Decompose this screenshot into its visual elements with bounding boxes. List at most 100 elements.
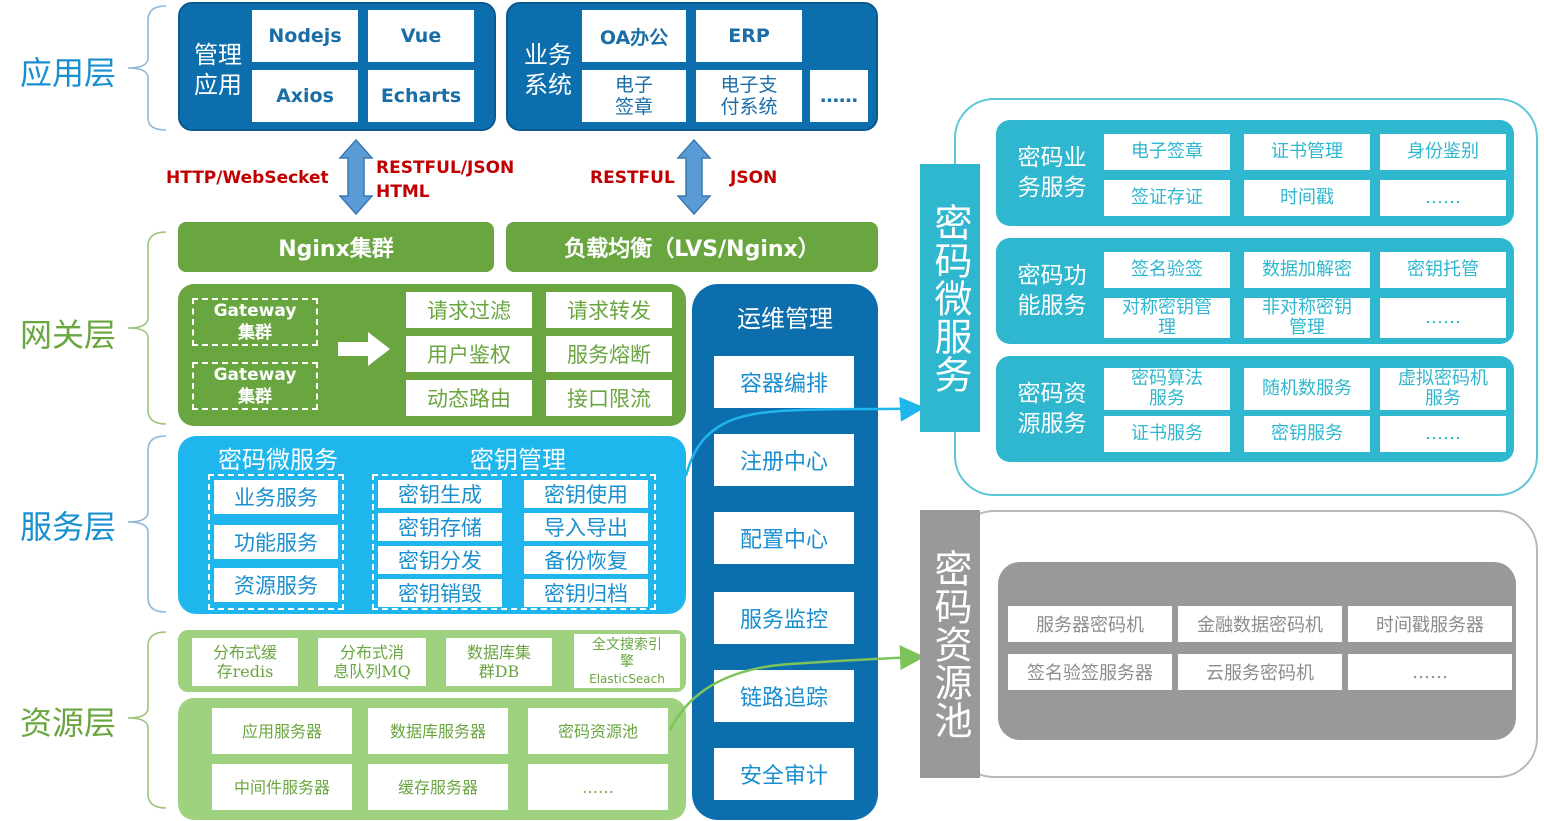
resource-brace xyxy=(127,631,167,809)
app-brace xyxy=(127,5,167,131)
pool-item-1: 服务器密码机 xyxy=(1008,606,1172,642)
user-auth-box: 用户鉴权 xyxy=(406,336,532,372)
management-app-panel: 管理 应用 Nodejs Vue Axios Echarts xyxy=(178,2,496,131)
business-system-label: 业务 系统 xyxy=(524,41,572,99)
service-layer-label: 服务层 xyxy=(20,508,117,546)
more-server-box: …… xyxy=(528,764,668,810)
cr-item-1: 密码算法 服务 xyxy=(1104,368,1230,410)
gateway-cluster-2: Gateway 集群 xyxy=(192,362,318,410)
middleware-server-box: 中间件服务器 xyxy=(212,764,352,810)
pool-item-2: 金融数据密码机 xyxy=(1178,606,1342,642)
connector-right-a: RESTFUL xyxy=(590,168,675,188)
elasticsearch-sub: ElasticSeach xyxy=(589,672,665,686)
backup-restore-box: 备份恢复 xyxy=(524,546,648,574)
service-monitor-box: 服务监控 xyxy=(714,592,854,644)
config-center-box: 配置中心 xyxy=(714,512,854,564)
load-balancer-bar: 负载均衡（LVS/Nginx） xyxy=(506,222,878,272)
connector-right-b: JSON xyxy=(730,168,778,188)
pool-item-4: 签名验签服务器 xyxy=(1008,654,1172,690)
more-biz-box: …… xyxy=(810,70,868,122)
request-forward-box: 请求转发 xyxy=(546,292,672,328)
business-system-panel: 业务 系统 OA办公 ERP 电子 签章 电子支 付系统 …… xyxy=(506,2,878,131)
cb-item-2: 证书管理 xyxy=(1244,134,1370,170)
erp-box: ERP xyxy=(696,10,802,62)
mq-box: 分布式消 息队列MQ xyxy=(318,638,426,686)
pool-item-5: 云服务密码机 xyxy=(1178,654,1342,690)
oa-box: OA办公 xyxy=(582,10,686,62)
cb-item-1: 电子签章 xyxy=(1104,134,1230,170)
cf-item-2: 数据加解密 xyxy=(1244,252,1370,288)
crypto-function-label: 密码功 能服务 xyxy=(1017,263,1087,319)
nodejs-box: Nodejs xyxy=(252,10,358,62)
cb-item-3: 身份鉴别 xyxy=(1380,134,1506,170)
import-export-box: 导入导出 xyxy=(524,513,648,541)
key-destroy-box: 密钥销毁 xyxy=(378,579,502,607)
cf-item-5: 非对称密钥 管理 xyxy=(1244,298,1370,338)
layer-braces xyxy=(127,5,167,809)
dynamic-routing-box: 动态路由 xyxy=(406,380,532,416)
right-arrow-icon xyxy=(338,332,390,366)
resource-layer-label: 资源层 xyxy=(20,704,117,742)
key-use-box: 密钥使用 xyxy=(524,480,648,508)
request-filter-box: 请求过滤 xyxy=(406,292,532,328)
resource-server-panel: 应用服务器 数据库服务器 密码资源池 中间件服务器 缓存服务器 …… xyxy=(178,698,686,820)
link-tracing-box: 链路追踪 xyxy=(714,670,854,722)
cf-item-4: 对称密钥管 理 xyxy=(1104,298,1230,338)
crypto-business-group: 密码业 务服务 电子签章 证书管理 身份鉴别 签证存证 时间戳 …… xyxy=(996,120,1514,226)
crypto-microservice-group xyxy=(208,474,344,610)
gateway-panel: Gateway 集群 Gateway 集群 请求过滤 请求转发 用户鉴权 服务熔… xyxy=(178,284,686,426)
management-app-label: 管理 应用 xyxy=(194,41,242,99)
db-server-box: 数据库服务器 xyxy=(368,708,508,754)
cf-item-6: …… xyxy=(1380,298,1506,338)
rate-limit-box: 接口限流 xyxy=(546,380,672,416)
connector-left-b: RESTFUL/JSON HTML xyxy=(376,158,515,202)
pool-item-3: 时间戳服务器 xyxy=(1348,606,1512,642)
cr-item-2: 随机数服务 xyxy=(1244,368,1370,410)
cr-item-4: 证书服务 xyxy=(1104,416,1230,452)
gateway-brace xyxy=(127,231,167,425)
resource-pool-side-label: 密码资源池 xyxy=(920,510,980,778)
echarts-box: Echarts xyxy=(368,70,474,122)
key-archive-box: 密钥归档 xyxy=(524,579,648,607)
pool-item-6: …… xyxy=(1348,654,1512,690)
cf-item-1: 签名验签 xyxy=(1104,252,1230,288)
db-cluster-box: 数据库集 群DB xyxy=(446,638,552,686)
cache-server-box: 缓存服务器 xyxy=(368,764,508,810)
app-server-box: 应用服务器 xyxy=(212,708,352,754)
key-generate-box: 密钥生成 xyxy=(378,480,502,508)
double-arrow-left-icon xyxy=(338,138,374,216)
cr-item-3: 虚拟密码机 服务 xyxy=(1380,368,1506,410)
ops-title: 运维管理 xyxy=(737,304,833,333)
connector-left-a: HTTP/WebSecket xyxy=(166,168,329,188)
double-arrow-right-icon xyxy=(676,138,712,216)
service-panel: 密码微服务 密钥管理 业务服务 功能服务 资源服务 密钥生成 密钥使用 密钥存储… xyxy=(178,436,686,614)
axios-box: Axios xyxy=(252,70,358,122)
container-orchestration-box: 容器编排 xyxy=(714,356,854,408)
service-brace xyxy=(127,435,167,613)
gateway-cluster-1: Gateway 集群 xyxy=(192,298,318,346)
cr-item-5: 密钥服务 xyxy=(1244,416,1370,452)
resource-pool-panel: 服务器密码机 金融数据密码机 时间戳服务器 签名验签服务器 云服务密码机 …… xyxy=(998,562,1516,740)
crypto-business-label: 密码业 务服务 xyxy=(1017,145,1087,201)
crypto-microservice-title: 密码微服务 xyxy=(218,445,338,474)
function-service-box: 功能服务 xyxy=(214,525,338,559)
key-management-group xyxy=(372,474,656,610)
micro-service-side-label: 密码微服务 xyxy=(920,164,980,432)
crypto-function-group: 密码功 能服务 签名验签 数据加解密 密钥托管 对称密钥管 理 非对称密钥 管理… xyxy=(996,238,1514,344)
vue-box: Vue xyxy=(368,10,474,62)
circuit-breaker-box: 服务熔断 xyxy=(546,336,672,372)
resource-middleware-panel: 分布式缓 存redis 分布式消 息队列MQ 数据库集 群DB 全文搜索引 擎 … xyxy=(178,630,686,692)
crypto-resource-group: 密码资 源服务 密码算法 服务 随机数服务 虚拟密码机 服务 证书服务 密钥服务… xyxy=(996,356,1514,462)
security-audit-box: 安全审计 xyxy=(714,748,854,800)
business-service-box: 业务服务 xyxy=(214,480,338,514)
e-payment-box: 电子支 付系统 xyxy=(696,70,802,122)
cr-item-6: …… xyxy=(1380,416,1506,452)
e-signature-box: 电子 签章 xyxy=(582,70,686,122)
elasticsearch-box: 全文搜索引 擎 ElasticSeach xyxy=(574,634,680,688)
cb-item-6: …… xyxy=(1380,180,1506,216)
registry-center-box: 注册中心 xyxy=(714,434,854,486)
resource-service-box: 资源服务 xyxy=(214,568,338,602)
gateway-layer-label: 网关层 xyxy=(20,316,117,354)
cb-item-5: 时间戳 xyxy=(1244,180,1370,216)
redis-box: 分布式缓 存redis xyxy=(192,638,298,686)
